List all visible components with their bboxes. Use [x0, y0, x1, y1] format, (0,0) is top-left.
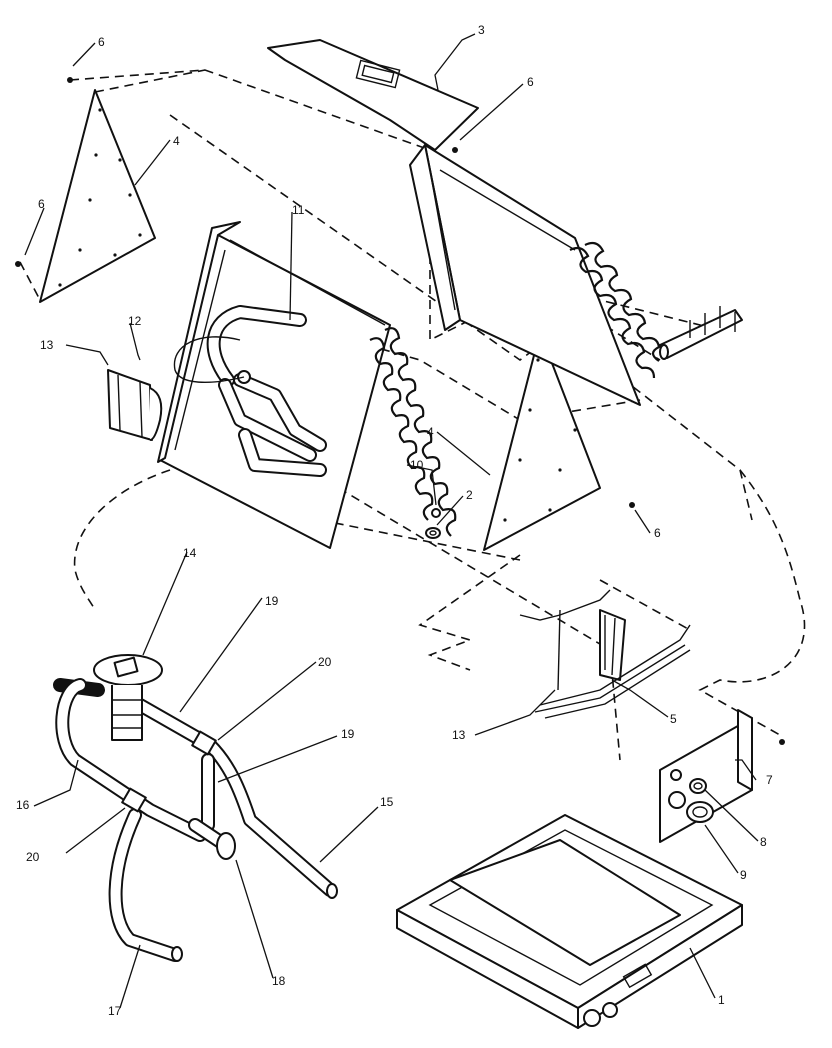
callout-8: 8	[760, 835, 767, 849]
callout-17: 17	[108, 1004, 122, 1018]
tubing-assembly	[53, 678, 338, 962]
top-panel-part-3	[267, 39, 479, 151]
fitting-part-9	[686, 801, 714, 823]
wiring-harness-part-5	[519, 589, 691, 719]
strap-clamp-part-12	[107, 369, 163, 441]
callout-12: 12	[128, 314, 142, 328]
callout-16: 16	[16, 798, 30, 812]
callout-11: 11	[292, 203, 305, 217]
left-side-panel-part-4	[39, 89, 156, 303]
callout-14: 14	[183, 546, 197, 560]
callout-13-bottom: 13	[452, 728, 466, 742]
callout-20-top: 20	[318, 655, 332, 669]
callout-19-mid: 19	[341, 727, 355, 741]
callout-6-left: 6	[38, 197, 45, 211]
callout-6-top-left: 6	[98, 35, 105, 49]
grommet-part-2	[425, 527, 441, 539]
screws-part-6	[15, 77, 785, 745]
callout-4-center: 4	[427, 425, 434, 439]
callout-4-left: 4	[173, 134, 180, 148]
screw-part-10	[431, 508, 441, 518]
callout-3: 3	[478, 23, 485, 37]
drain-pan-part-1	[396, 814, 743, 1029]
center-side-panel-part-4	[483, 331, 601, 551]
callout-6-top: 6	[527, 75, 534, 89]
callout-leader-lines	[24, 33, 759, 1009]
callout-1: 1	[718, 993, 725, 1007]
callout-6-right: 6	[654, 526, 661, 540]
callout-15: 15	[380, 795, 394, 809]
callout-18: 18	[272, 974, 286, 988]
callout-5: 5	[670, 712, 677, 726]
left-coil-assembly	[157, 221, 457, 549]
callout-20-left: 20	[26, 850, 40, 864]
callout-labels: 1 2 3 4 4 5 6 6 6 6 7 8 9 10 11 12 13 13…	[16, 23, 773, 1018]
right-coil-assembly	[409, 144, 743, 406]
callout-2: 2	[466, 488, 473, 502]
expansion-valve-part-14	[93, 654, 163, 741]
callout-13-left: 13	[40, 338, 54, 352]
callout-9: 9	[740, 868, 747, 882]
callout-19-top: 19	[265, 594, 279, 608]
fitting-part-8	[689, 778, 707, 794]
callout-7: 7	[766, 773, 773, 787]
callout-10: 10	[410, 458, 424, 472]
